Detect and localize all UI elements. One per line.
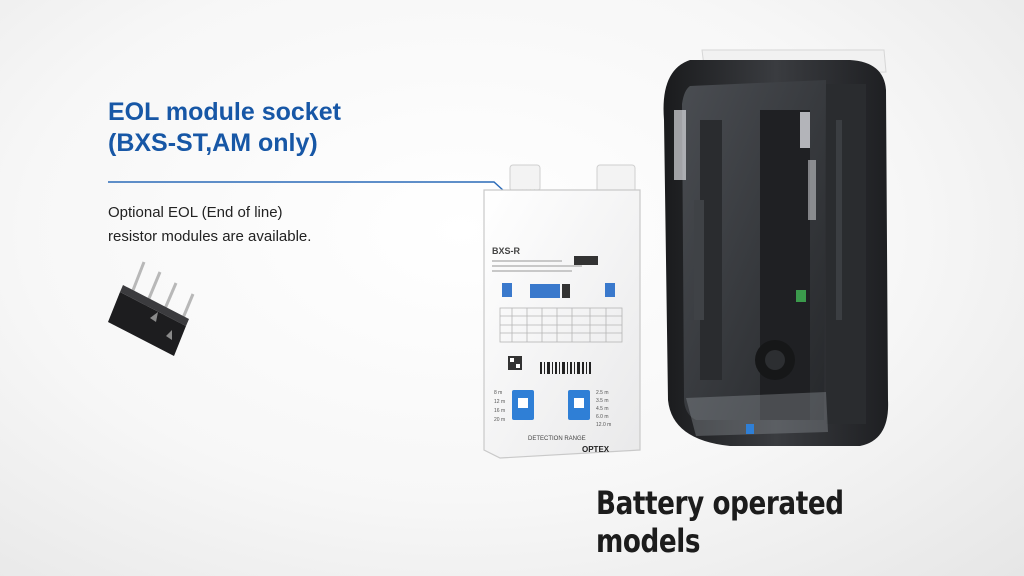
headline-battery-models: Battery operated models [596,484,844,560]
range-right-2: 4.5 m [596,406,609,412]
range-left-0: 8 m [494,390,502,396]
callout-description: Optional EOL (End of line) resistor modu… [108,201,438,249]
range-right-1: 3.5 m [596,398,609,404]
range-left-1: 12 m [494,399,505,405]
range-left-3: 20 m [494,417,505,423]
range-left-2: 16 m [494,408,505,414]
range-right-3: 6.0 m [596,414,609,420]
eol-socket [574,256,598,265]
detection-range-label: DETECTION RANGE [528,436,586,442]
callout-title: EOL module socket (BXS-ST,AM only) [108,97,448,159]
eol-resistor-module-icon [108,261,195,356]
callout-desc-line1: Optional EOL (End of line) [108,204,283,221]
board-model-label: BXS-R [492,246,521,256]
sensor-housing-icon [663,49,889,446]
brand-logo: OPTEX [582,445,610,454]
callout-desc-line2: resistor modules are available. [108,228,312,245]
callout-title-line1: EOL module socket [108,98,341,126]
callout-title-line2: (BXS-ST,AM only) [108,129,318,157]
range-right-4: 12.0 m [596,422,611,428]
bxs-r-board-unit: BXS-R [483,164,641,459]
range-right-0: 2.5 m [596,390,609,396]
